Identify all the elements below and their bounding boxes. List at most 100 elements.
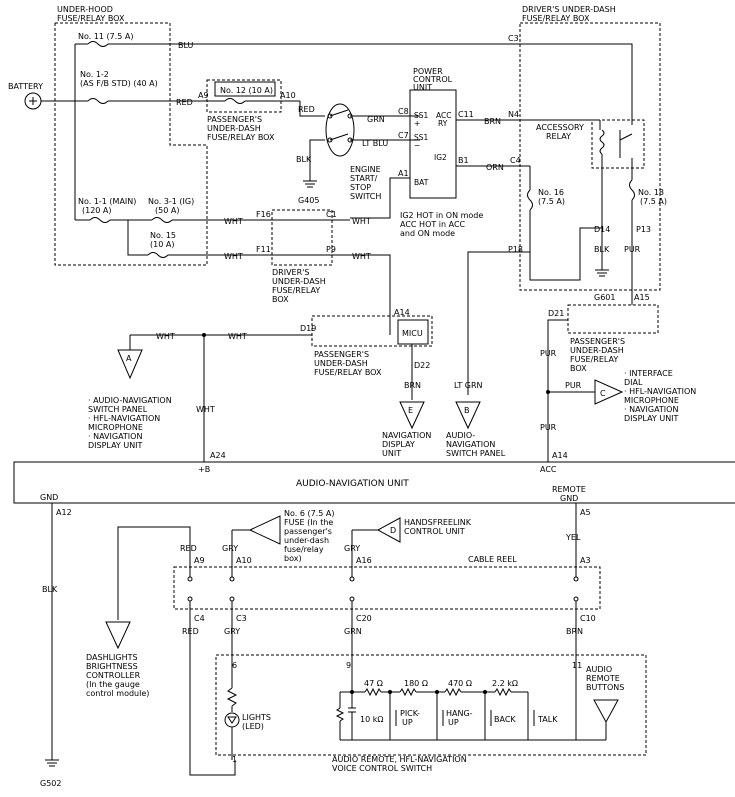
svg-text:BOX: BOX bbox=[570, 364, 587, 373]
svg-text:(50 A): (50 A) bbox=[155, 206, 179, 215]
svg-text:BLK: BLK bbox=[296, 155, 312, 164]
svg-text:AUDIO-: AUDIO- bbox=[446, 431, 475, 440]
svg-text:GND: GND bbox=[560, 494, 578, 503]
svg-text:UNDER-DASH: UNDER-DASH bbox=[207, 124, 261, 133]
svg-text:11: 11 bbox=[572, 661, 582, 670]
svg-text:RED: RED bbox=[298, 105, 315, 114]
svg-text:RED: RED bbox=[180, 544, 197, 553]
svg-text:A15: A15 bbox=[634, 293, 650, 302]
svg-text:DISPLAY UNIT: DISPLAY UNIT bbox=[624, 414, 679, 423]
power-control-unit: POWER CONTROL UNIT SS1 + SS1 − ACC RY IG… bbox=[400, 67, 483, 238]
svg-text:NAVIGATION: NAVIGATION bbox=[382, 431, 431, 440]
svg-text:DIAL: DIAL bbox=[624, 378, 643, 387]
svg-text:P9: P9 bbox=[326, 245, 336, 254]
svg-text:PASSENGER'S: PASSENGER'S bbox=[207, 115, 262, 124]
svg-text:and ON mode: and ON mode bbox=[400, 229, 455, 238]
drivers-underdash-fuse-box-mid: DRIVER'S UNDER-DASH FUSE/RELAY BOX bbox=[271, 209, 333, 304]
svg-text:WHT: WHT bbox=[224, 217, 243, 226]
svg-text:AUDIO: AUDIO bbox=[586, 665, 612, 674]
svg-text:180 Ω: 180 Ω bbox=[404, 679, 428, 688]
svg-text:C1: C1 bbox=[326, 210, 337, 219]
accessory-relay: ACCESSORY RELAY bbox=[536, 119, 645, 169]
svg-text:BLK: BLK bbox=[42, 585, 58, 594]
svg-text:No. 1-2: No. 1-2 bbox=[80, 70, 109, 79]
svg-text:WHT: WHT bbox=[352, 217, 371, 226]
svg-text:A9: A9 bbox=[194, 556, 205, 565]
svg-text:G601: G601 bbox=[594, 293, 615, 302]
svg-text:A3: A3 bbox=[580, 556, 591, 565]
svg-text:box): box) bbox=[284, 554, 302, 563]
svg-text:−: − bbox=[414, 141, 420, 150]
drivers-underdash-fuse-box-top: DRIVER'S UNDER-DASH FUSE/RELAY BOX bbox=[519, 5, 661, 291]
button-talk: TALK bbox=[527, 692, 558, 740]
svg-text:FUSE/RELAY BOX: FUSE/RELAY BOX bbox=[522, 14, 590, 23]
svg-text:GRN: GRN bbox=[367, 115, 385, 124]
svg-text:P13: P13 bbox=[636, 225, 651, 234]
svg-text:No. 6 (7.5 A): No. 6 (7.5 A) bbox=[284, 509, 334, 518]
svg-text:RY: RY bbox=[438, 119, 448, 128]
svg-text:PUR: PUR bbox=[565, 381, 582, 390]
connector-e: E NAVIGATION DISPLAY UNIT bbox=[382, 401, 431, 458]
svg-text:ACC: ACC bbox=[436, 111, 451, 120]
svg-text:BOX: BOX bbox=[272, 295, 289, 304]
svg-text:· AUDIO-NAVIGATION: · AUDIO-NAVIGATION bbox=[88, 396, 172, 405]
svg-text:ENGINE: ENGINE bbox=[350, 165, 381, 174]
svg-text:C4: C4 bbox=[194, 614, 205, 623]
svg-text:B1: B1 bbox=[458, 156, 469, 165]
svg-text:passenger's: passenger's bbox=[284, 527, 332, 536]
underhood-fuse-box: UNDER-HOOD FUSE/RELAY BOX bbox=[54, 5, 208, 266]
svg-text:UNIT: UNIT bbox=[413, 83, 432, 92]
svg-text:B: B bbox=[464, 406, 470, 415]
svg-text:fuse/relay: fuse/relay bbox=[284, 545, 324, 554]
svg-text:WHT: WHT bbox=[224, 252, 243, 261]
svg-text:A16: A16 bbox=[356, 556, 372, 565]
svg-text:(LED): (LED) bbox=[242, 722, 264, 731]
svg-text:UNDER-DASH: UNDER-DASH bbox=[570, 346, 624, 355]
svg-text:GRY: GRY bbox=[222, 544, 238, 553]
svg-text:BATTERY: BATTERY bbox=[8, 82, 43, 91]
svg-text:C10: C10 bbox=[580, 614, 596, 623]
svg-text:GND: GND bbox=[40, 493, 58, 502]
svg-text:1: 1 bbox=[232, 755, 237, 764]
svg-text:MICU: MICU bbox=[402, 329, 423, 338]
engine-start-stop-switch: ENGINE START/ STOP SWITCH bbox=[325, 103, 381, 201]
svg-text:N4: N4 bbox=[508, 110, 519, 119]
svg-text:· HFL-NAVIGATION: · HFL-NAVIGATION bbox=[88, 414, 160, 423]
svg-text:ACC HOT in ACC: ACC HOT in ACC bbox=[400, 220, 466, 229]
svg-text:WHT: WHT bbox=[156, 332, 175, 341]
svg-text:D22: D22 bbox=[414, 361, 430, 370]
svg-text:ACCESSORY: ACCESSORY bbox=[536, 123, 584, 132]
svg-text:BRIGHTNESS: BRIGHTNESS bbox=[86, 662, 138, 671]
svg-text:REMOTE: REMOTE bbox=[586, 674, 620, 683]
svg-text:BAT: BAT bbox=[414, 178, 429, 187]
svg-text:P18: P18 bbox=[508, 245, 523, 254]
svg-text:2.2 kΩ: 2.2 kΩ bbox=[492, 679, 518, 688]
svg-text:control module): control module) bbox=[86, 689, 149, 698]
svg-text:STOP: STOP bbox=[350, 183, 371, 192]
svg-text:FUSE/RELAY: FUSE/RELAY bbox=[272, 286, 320, 295]
svg-text:A14: A14 bbox=[394, 308, 410, 317]
svg-text:(7.5 A): (7.5 A) bbox=[640, 197, 667, 206]
svg-text:CABLE REEL: CABLE REEL bbox=[468, 555, 517, 564]
svg-text:ORN: ORN bbox=[486, 163, 504, 172]
svg-text:FUSE/RELAY BOX: FUSE/RELAY BOX bbox=[207, 133, 275, 142]
svg-text:RED: RED bbox=[176, 98, 193, 107]
svg-text:PICK-: PICK- bbox=[400, 709, 420, 718]
svg-text:C8: C8 bbox=[398, 107, 409, 116]
svg-text:START/: START/ bbox=[350, 174, 378, 183]
cable-reel: CABLE REEL bbox=[173, 555, 601, 610]
svg-text:UP: UP bbox=[402, 718, 413, 727]
svg-text:· INTERFACE: · INTERFACE bbox=[624, 369, 673, 378]
svg-text:HANDSFREELINK: HANDSFREELINK bbox=[404, 518, 472, 527]
svg-text:NAVIGATION: NAVIGATION bbox=[446, 440, 495, 449]
svg-text:SS1: SS1 bbox=[414, 111, 429, 120]
connector-b: B AUDIO- NAVIGATION SWITCH PANEL bbox=[446, 401, 506, 458]
svg-text:+B: +B bbox=[198, 465, 210, 474]
svg-text:PUR: PUR bbox=[540, 423, 557, 432]
svg-text:C20: C20 bbox=[356, 614, 372, 623]
svg-text:SWITCH PANEL: SWITCH PANEL bbox=[446, 449, 506, 458]
svg-text:E: E bbox=[408, 406, 413, 415]
svg-text:A24: A24 bbox=[210, 451, 226, 460]
svg-text:UNDER-HOOD: UNDER-HOOD bbox=[57, 5, 113, 14]
